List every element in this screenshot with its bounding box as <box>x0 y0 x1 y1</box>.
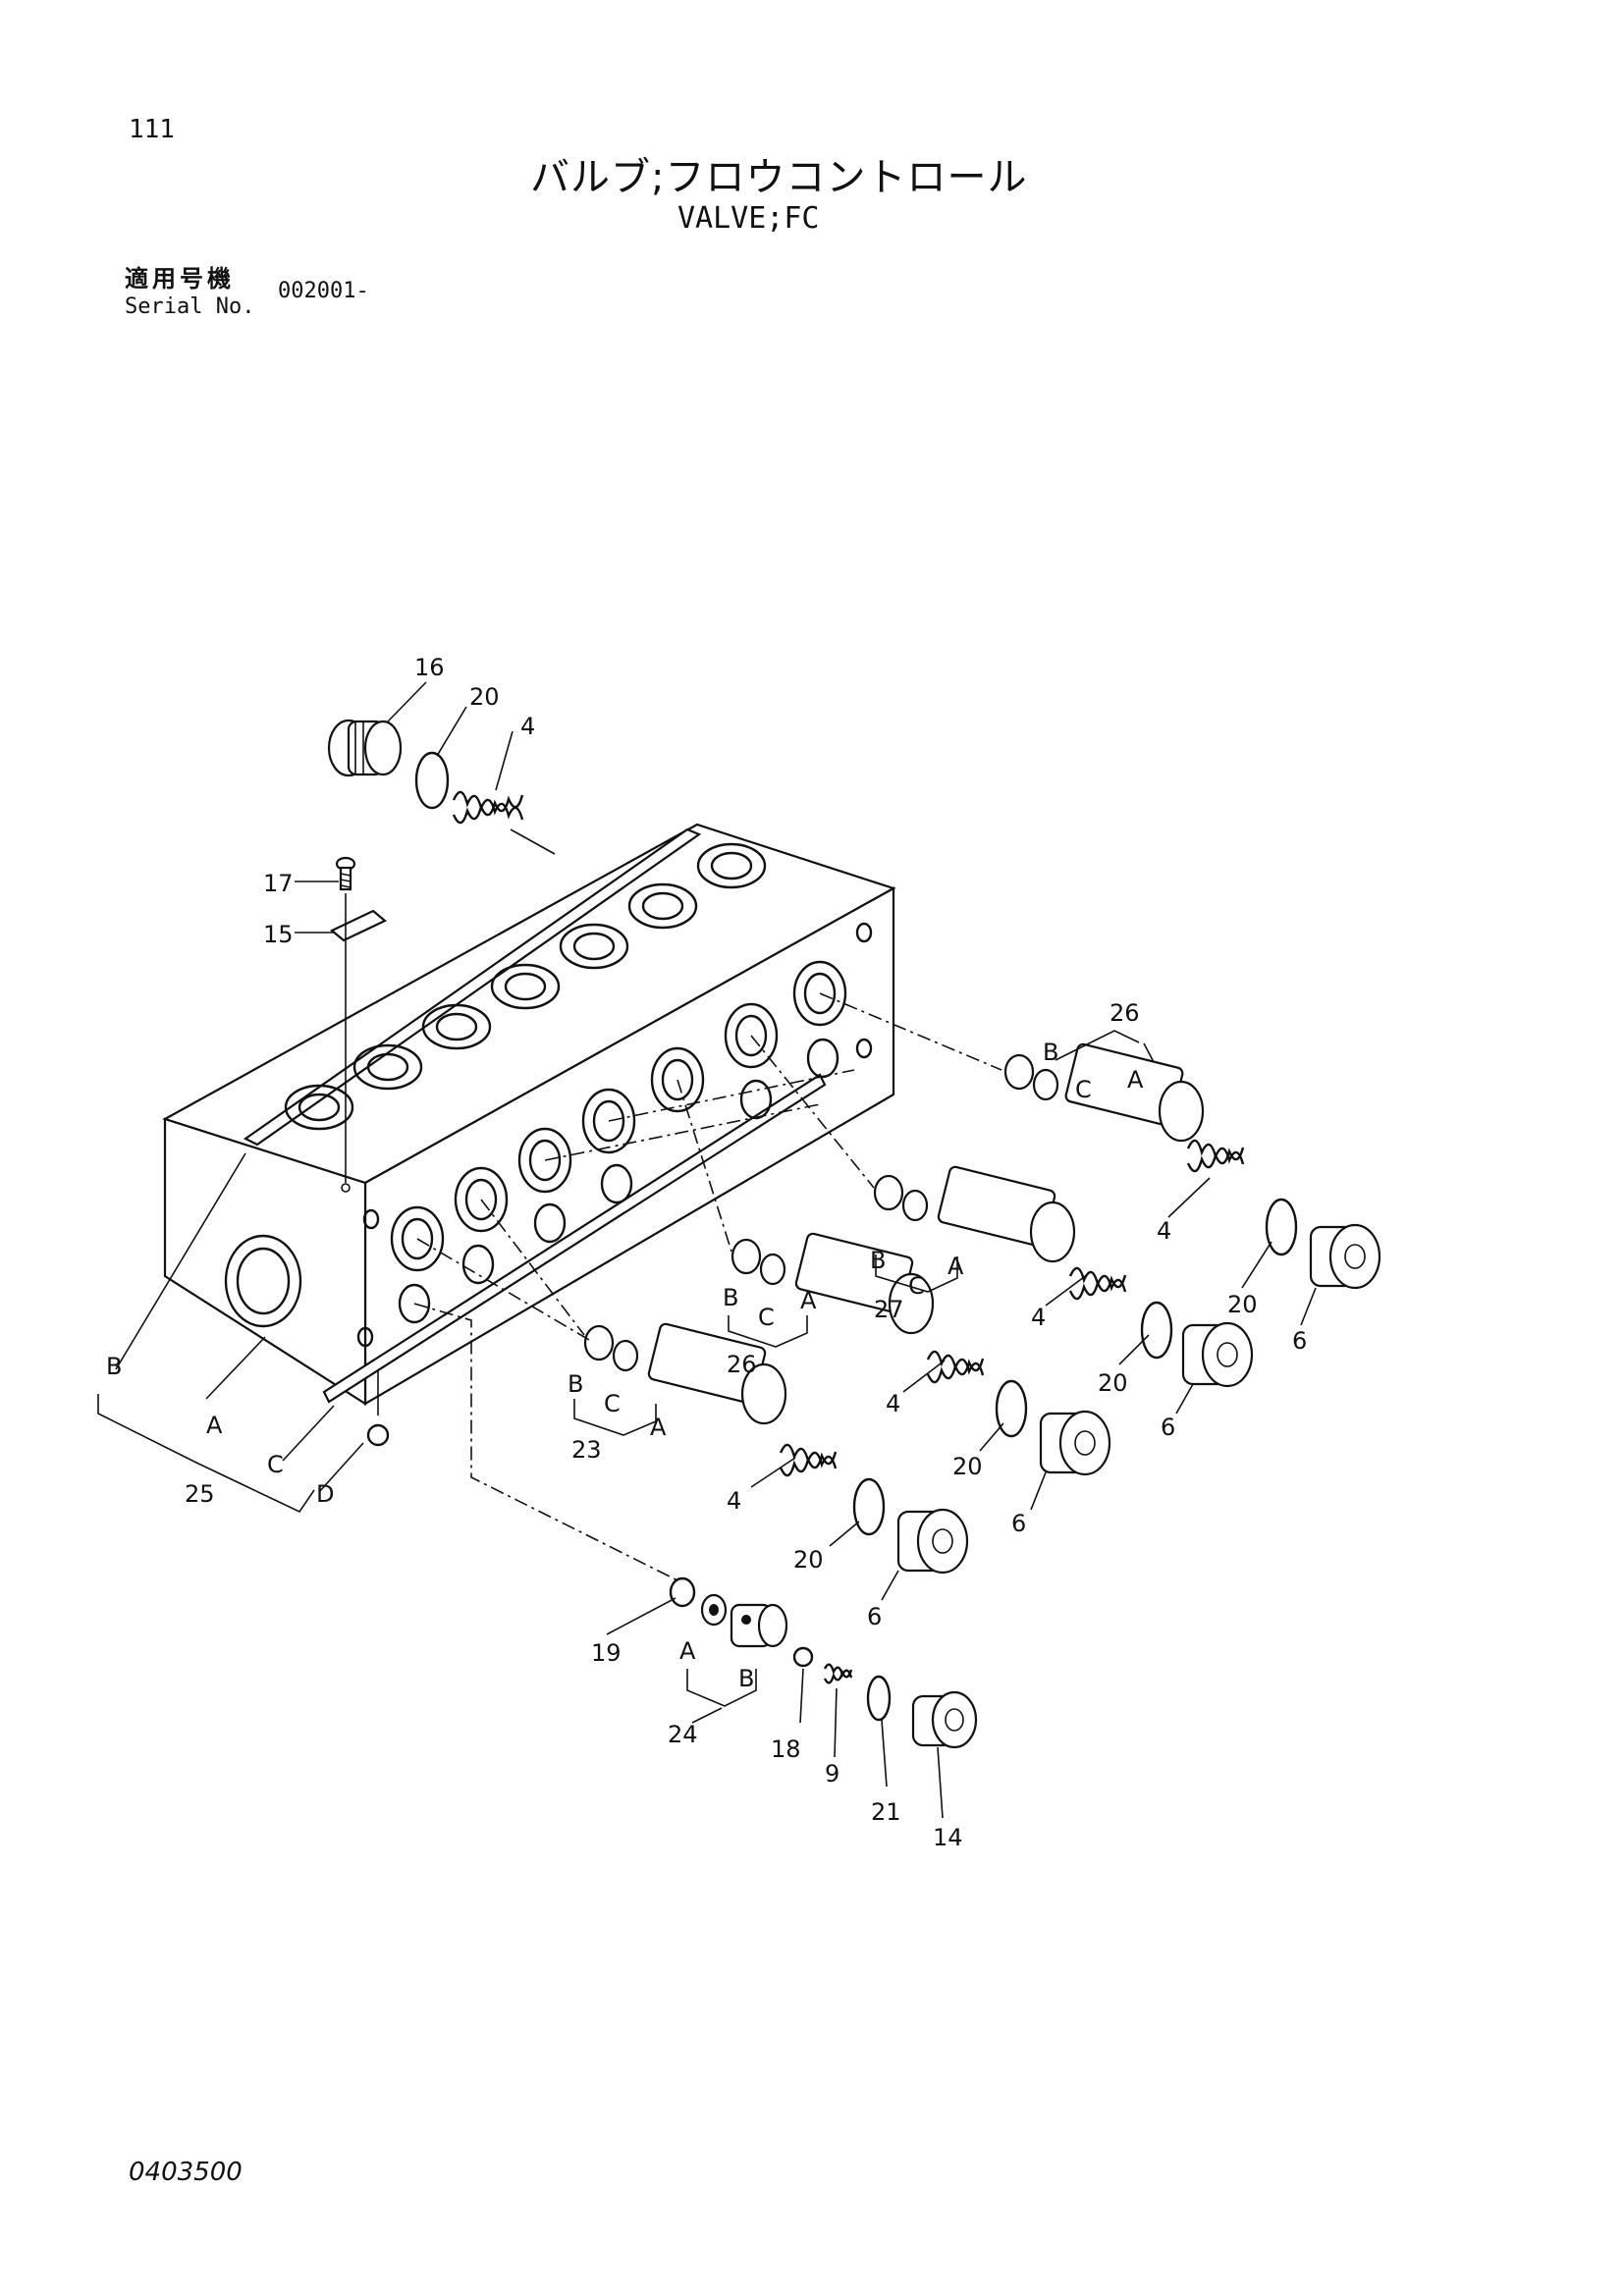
drawing-code: 0403500 <box>129 2158 243 2187</box>
title-english: VALVE;FC <box>677 201 820 236</box>
callout-26-right-c: C <box>1075 1076 1092 1103</box>
callout-24: 24 <box>668 1721 698 1748</box>
callout-4-d: 4 <box>727 1487 741 1515</box>
o-ring-19 <box>669 1576 696 1608</box>
serial-label-english: Serial No. <box>125 294 255 319</box>
callout-16: 16 <box>414 654 445 681</box>
front-ports-upper <box>390 960 847 1272</box>
cover-strip <box>243 828 702 1147</box>
callout-4-top: 4 <box>520 713 535 740</box>
callout-26-right-b: B <box>1043 1039 1058 1066</box>
screw-17 <box>335 856 356 891</box>
ball-18 <box>792 1646 814 1668</box>
callout-15: 15 <box>263 921 294 948</box>
callout-27: 27 <box>874 1296 904 1323</box>
callout-20-b: 20 <box>1098 1369 1128 1397</box>
callout-23: 23 <box>571 1436 602 1464</box>
callout-27-a: A <box>947 1253 964 1280</box>
callout-20-d: 20 <box>793 1546 824 1574</box>
serial-label-japanese: 適用号機 <box>125 265 235 293</box>
callout-25-a: A <box>206 1412 223 1439</box>
o-ring-21 <box>866 1675 892 1722</box>
plug-small-circle <box>366 1423 390 1447</box>
spool-assembly-27 <box>873 1165 1254 1388</box>
top-ports <box>284 842 767 1131</box>
callout-21: 21 <box>871 1798 901 1826</box>
callout-26-middle-a: A <box>800 1287 817 1314</box>
callout-25-b: B <box>106 1353 122 1380</box>
bottom-strip <box>322 1073 827 1404</box>
callout-17: 17 <box>263 870 294 897</box>
callout-23-a: A <box>650 1414 667 1441</box>
callout-26-middle-c: C <box>758 1304 775 1331</box>
serial-number-value: 002001- <box>278 279 369 303</box>
spring-9 <box>823 1663 853 1679</box>
callout-25: 25 <box>185 1480 215 1508</box>
callout-14: 14 <box>933 1824 963 1851</box>
callout-6-a: 6 <box>1292 1327 1307 1355</box>
title-japanese: バルブ;フロウコントロール <box>530 155 1028 200</box>
spool-assembly-26-middle <box>731 1232 1111 1476</box>
callout-19: 19 <box>591 1639 622 1667</box>
callout-26-middle: 26 <box>727 1351 757 1378</box>
callout-6-c: 6 <box>1011 1510 1026 1537</box>
callout-27-c: C <box>908 1272 925 1300</box>
callout-6-b: 6 <box>1161 1414 1175 1441</box>
callout-26-right: 26 <box>1110 999 1140 1027</box>
page-number: 111 <box>129 115 175 144</box>
callout-25-c: C <box>267 1451 284 1478</box>
callout-4-b: 4 <box>1031 1304 1046 1331</box>
callout-27-b: B <box>870 1247 886 1274</box>
callout-20-top: 20 <box>469 683 500 711</box>
plate-15 <box>329 909 388 942</box>
callout-9: 9 <box>825 1760 839 1788</box>
assembly-center-lines <box>413 992 1002 1581</box>
callout-20-a: 20 <box>1227 1291 1258 1318</box>
callout-26-right-a: A <box>1127 1066 1144 1094</box>
leader-lines <box>97 681 1317 1819</box>
valve-body-end-face <box>163 1117 367 1407</box>
callout-23-b: B <box>568 1370 583 1398</box>
callout-20-c: 20 <box>952 1453 983 1480</box>
spool-assembly-23 <box>583 1322 969 1575</box>
callout-25-d: D <box>316 1480 334 1508</box>
plug-16 <box>327 719 403 777</box>
callout-24-a: A <box>679 1637 696 1665</box>
o-ring-20-top <box>414 751 450 810</box>
bottom-chain <box>669 1576 978 1749</box>
callout-labels: 16 20 4 17 15 26 B C A B C A 27 B C A 26… <box>106 654 1307 1851</box>
callout-26-middle-b: B <box>723 1284 738 1311</box>
callout-6-d: 6 <box>867 1603 882 1630</box>
callout-23-c: C <box>604 1390 621 1417</box>
spool-assembly-26-right <box>1003 1042 1381 1290</box>
valve-body <box>162 823 896 1407</box>
callout-18: 18 <box>771 1735 801 1763</box>
callout-4-a: 4 <box>1157 1217 1171 1245</box>
callout-4-c: 4 <box>886 1390 900 1417</box>
callout-24-b: B <box>738 1665 754 1692</box>
spring-4-top <box>452 790 524 825</box>
front-ports-lower <box>356 922 873 1348</box>
